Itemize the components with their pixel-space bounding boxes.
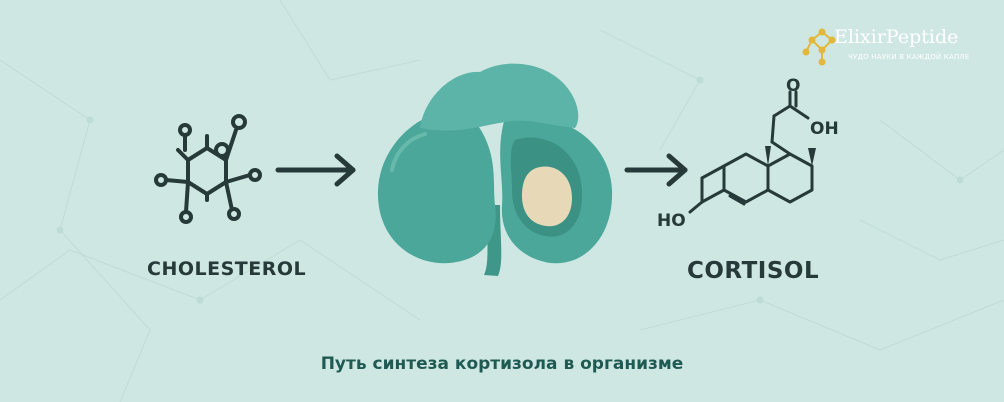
cortisol-carbonyl-o: O — [786, 76, 800, 96]
wedge-bond-icon — [765, 146, 771, 166]
arrow-right-icon — [624, 153, 688, 187]
cholesterol-label: CHOLESTEROL — [147, 258, 307, 280]
brand-logo: ElixirPeptide ЧУДО НАУКИ В КАЖДОЙ КАПЛЕ — [802, 24, 992, 70]
cortisol-hydroxyl-label: OH — [810, 119, 839, 139]
cholesterol-molecule-icon — [154, 114, 262, 224]
adrenal-gland-icon — [377, 63, 613, 276]
cortisol-label: CORTISOL — [687, 258, 820, 284]
logo-tagline: ЧУДО НАУКИ В КАЖДОЙ КАПЛЕ — [848, 53, 970, 61]
arrow-right-icon — [275, 153, 356, 187]
diagram-caption: Путь синтеза кортизола в организме — [320, 354, 684, 374]
molecule-logo-icon — [802, 28, 836, 66]
wedge-bond-icon — [808, 148, 816, 166]
cortisol-ketone-label: HO — [657, 211, 686, 231]
logo-name: ElixirPeptide — [834, 26, 959, 48]
cortisol-molecule-icon — [688, 90, 814, 214]
